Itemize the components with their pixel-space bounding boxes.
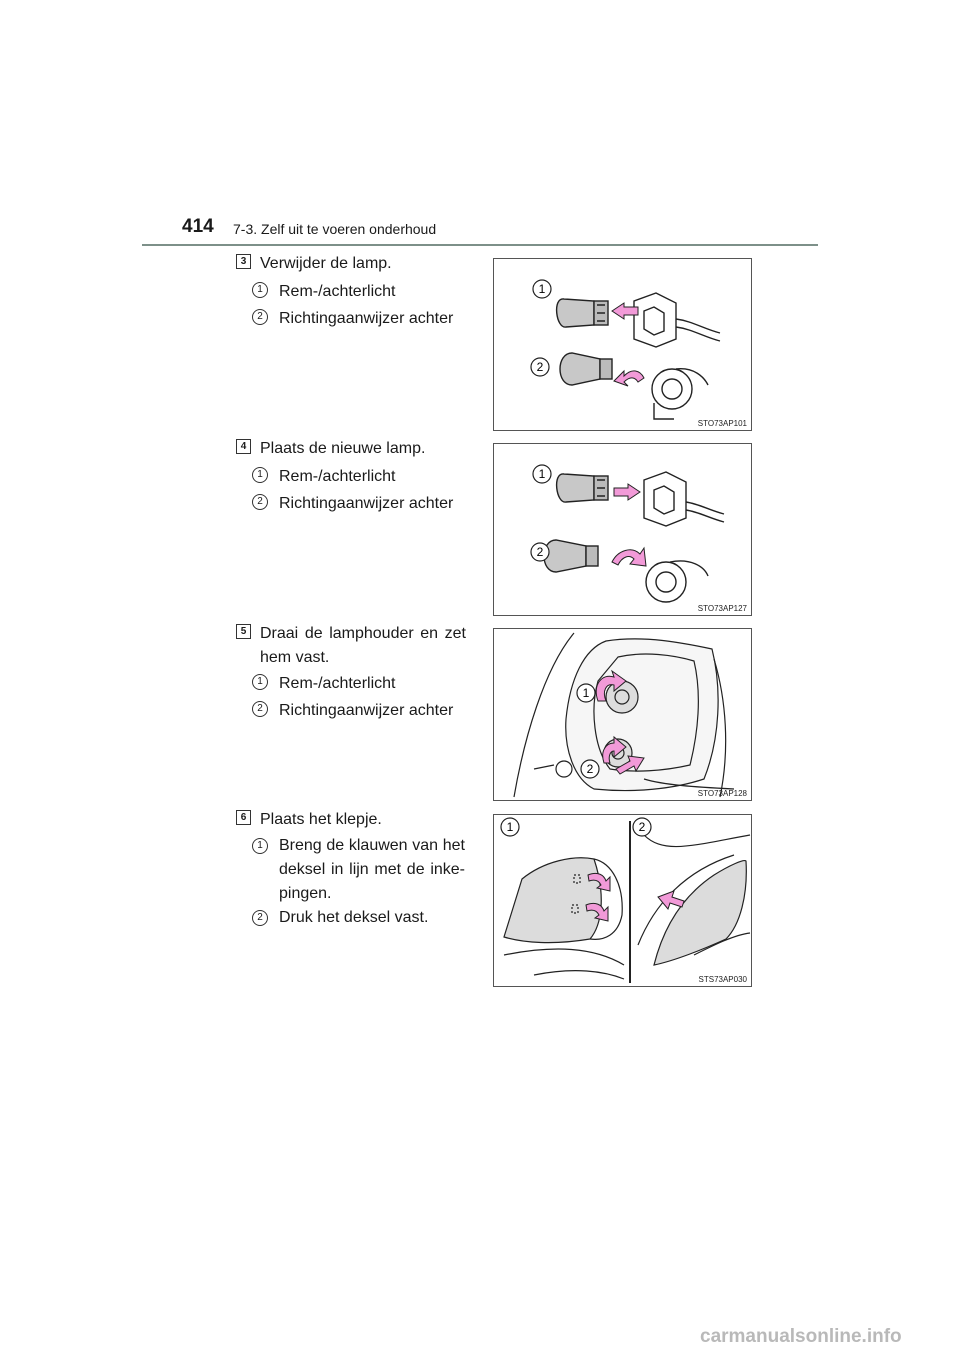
- sub-item-number: 2: [252, 494, 268, 510]
- figure-callout: 2: [639, 820, 646, 834]
- figure-callout: 1: [539, 282, 546, 296]
- figure-callout: 1: [507, 820, 514, 834]
- sub-item-text: Richtingaanwijzer achter: [279, 310, 454, 327]
- watermark: carmanualsonline.info: [700, 1326, 902, 1347]
- sub-item-text: Richtingaanwijzer achter: [279, 702, 454, 719]
- sub-item-number: 1: [252, 838, 268, 854]
- step-number-badge: 4: [236, 439, 251, 454]
- step-number-badge: 6: [236, 810, 251, 825]
- figure-callout: 2: [587, 762, 594, 776]
- page-number: 414: [182, 216, 214, 237]
- figure-code: STO73AP101: [697, 419, 747, 428]
- sub-item-text: Breng de klauwen van het deksel in lijn …: [279, 837, 465, 902]
- sub-item-number: 1: [252, 674, 268, 690]
- sub-item-number: 2: [252, 309, 268, 325]
- step-number-badge: 3: [236, 254, 251, 269]
- header-divider: [142, 244, 818, 246]
- section-title: 7-3. Zelf uit te voeren onderhoud: [233, 221, 437, 237]
- illustration-install-bulb: 1 2 STO73AP127: [493, 443, 752, 616]
- illustration-install-cover: 1 2 STS73AP030: [493, 814, 752, 987]
- sub-item-text: Rem-/achterlicht: [279, 675, 396, 692]
- figure-code: STO73AP128: [697, 789, 747, 798]
- figure-code: STS73AP030: [698, 975, 747, 984]
- figure-callout: 1: [539, 467, 546, 481]
- sub-item-text: Rem-/achterlicht: [279, 283, 396, 300]
- illustration-turn-bulb-holder: 1 2 STO73AP128: [493, 628, 752, 801]
- step-title: Plaats het klepje.: [260, 811, 382, 828]
- figure-code: STO73AP127: [697, 604, 747, 613]
- step-title: Draai de lamphouder en zet hem vast.: [260, 625, 466, 666]
- sub-item-text: Rem-/achterlicht: [279, 468, 396, 485]
- illustration-remove-bulb: 1 2 STO73AP101: [493, 258, 752, 431]
- step-title: Plaats de nieuwe lamp.: [260, 440, 426, 457]
- sub-item-number: 2: [252, 910, 268, 926]
- sub-item-text: Richtingaanwijzer achter: [279, 495, 454, 512]
- figure-callout: 2: [537, 360, 544, 374]
- sub-item-text: Druk het deksel vast.: [279, 909, 429, 926]
- sub-item-number: 1: [252, 282, 268, 298]
- figure-callout: 2: [537, 545, 544, 559]
- sub-item-number: 2: [252, 701, 268, 717]
- figure-callout: 1: [583, 686, 590, 700]
- step-number-badge: 5: [236, 624, 251, 639]
- sub-item-number: 1: [252, 467, 268, 483]
- step-title: Verwijder de lamp.: [260, 255, 392, 272]
